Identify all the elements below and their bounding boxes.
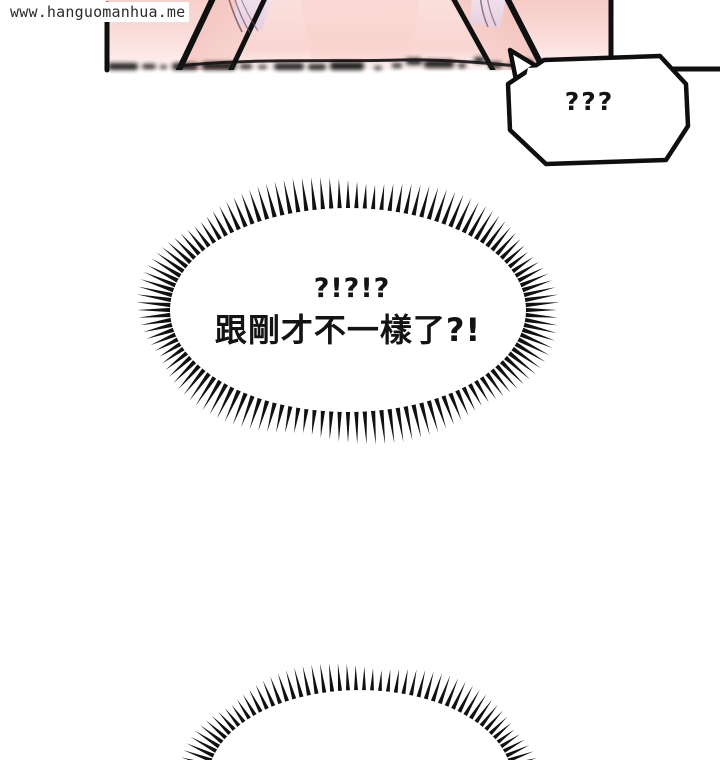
burst-bubble-bottom [150, 640, 570, 760]
site-watermark: www.hanguomanhua.me [8, 2, 190, 22]
top-comic-panel [0, 0, 720, 90]
censor-blur-strip [108, 57, 549, 70]
question-speech-bubble: ??? [488, 18, 703, 173]
burst-bubble-main: ?!?!? 跟剛才不一樣了?! [98, 160, 598, 460]
